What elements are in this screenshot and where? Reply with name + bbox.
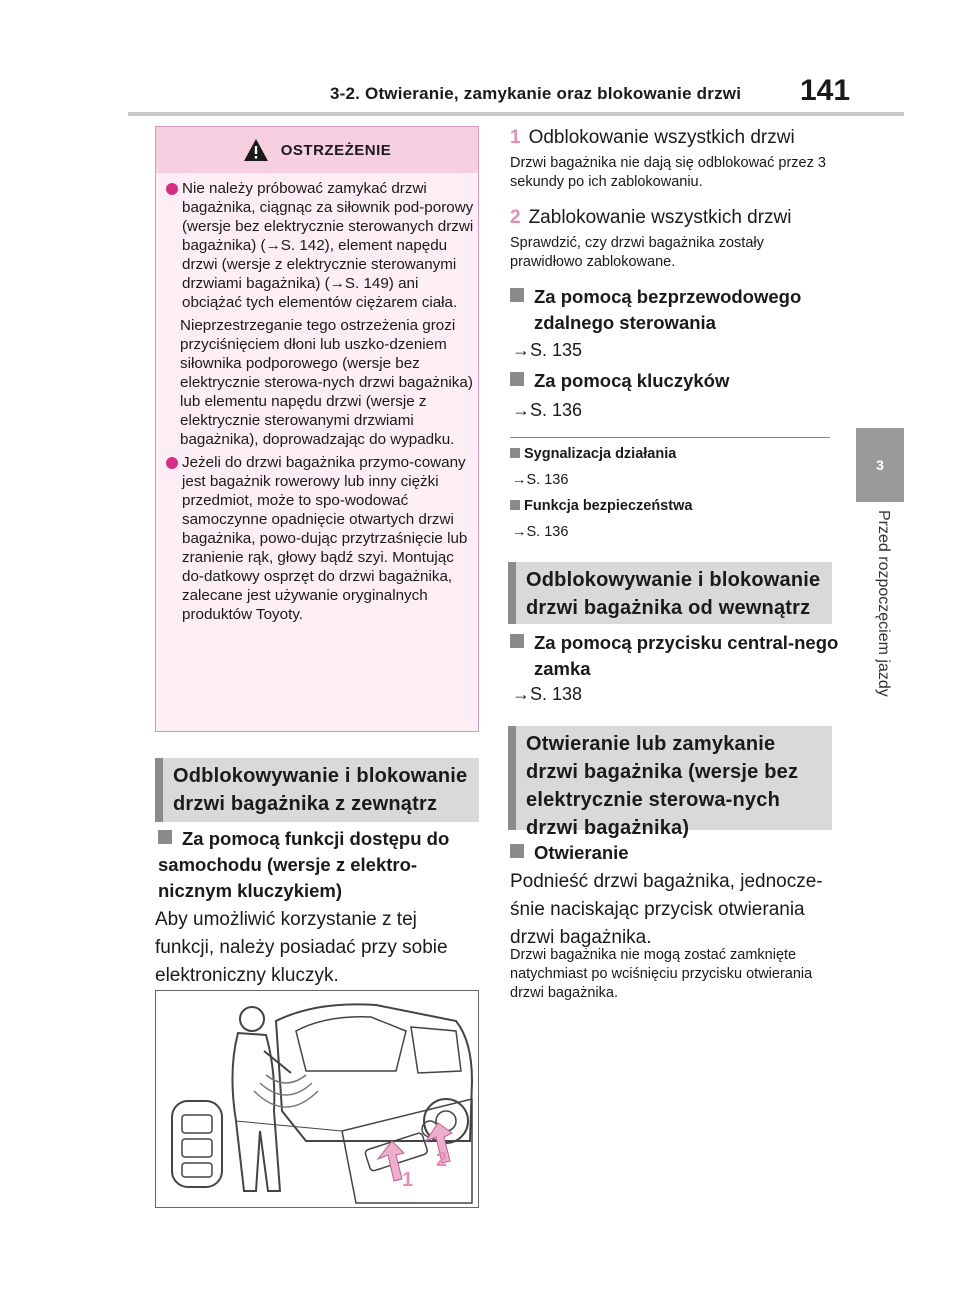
section-title: 3-2. Otwieranie, zamykanie oraz blokowan… (330, 84, 742, 103)
square-bullet-icon (510, 844, 524, 858)
subheading-safety: Funkcja bezpieczeństwa (510, 498, 692, 514)
chapter-title: Przed rozpoczęciem jazdy (875, 510, 892, 697)
warning-box: OSTRZEŻENIE Nie należy próbować zamykać … (155, 126, 479, 732)
warning-title: OSTRZEŻENIE (280, 141, 392, 159)
central-ref: →S. 138 (512, 684, 583, 704)
warning-item: Nie należy próbować zamykać drzwi bagażn… (166, 179, 474, 312)
smart-entry-body: Aby umożliwić korzystanie z tej funkcji,… (155, 909, 448, 986)
callout-1: 1 (402, 1169, 414, 1191)
square-bullet-icon (510, 372, 524, 386)
page-number: 141 (800, 74, 851, 107)
warning-body: Nie należy próbować zamykać drzwi bagażn… (166, 179, 474, 628)
warning-item-text: Nie należy próbować zamykać drzwi bagażn… (182, 180, 474, 311)
square-bullet-icon (158, 830, 172, 844)
safety-ref: →S. 136 (512, 524, 569, 540)
opening-note: Drzwi bagażnika nie mogą zostać zamknięt… (510, 947, 813, 1001)
subheading-central-lock: Za pomocą przycisku central-nego zamka (510, 630, 864, 682)
illustration-back-door: 1 2 (155, 990, 479, 1208)
illustration-drawing (171, 1003, 474, 1204)
bullet-icon (166, 457, 178, 469)
chapter-tab: 3 (856, 428, 904, 502)
warning-item-text: Jeżeli do drzwi bagażnika przymo-cowany … (182, 454, 468, 623)
step-1-body: Drzwi bagażnika nie dają się odblokować … (510, 155, 826, 190)
subheading-smart-entry: Za pomocą funkcji dostępu do samochodu (… (158, 828, 450, 901)
bullet-icon (166, 183, 178, 195)
square-bullet-icon (510, 500, 520, 510)
section-heading-open-close: Otwieranie lub zamykanie drzwi bagażnika… (508, 726, 832, 839)
subheading-keys: Za pomocą kluczyków (510, 368, 840, 394)
keys-ref: →S. 136 (512, 400, 583, 420)
subheading-opening: Otwieranie (510, 840, 840, 866)
step-2-body: Sprawdzić, czy drzwi bagażnika zostały p… (510, 235, 764, 270)
opening-body: Podnieść drzwi bagażnika, jednocze-śnie … (510, 871, 823, 948)
section-heading-inside: Odblokowywanie i blokowanie drzwi bagażn… (508, 562, 832, 624)
warning-triangle-icon (243, 139, 268, 161)
square-bullet-icon (510, 448, 520, 458)
signal-ref: →S. 136 (512, 472, 569, 488)
divider (510, 437, 830, 438)
header-rule (128, 112, 904, 116)
subheading-remote: Za pomocą bezprzewodowego zdalnego stero… (510, 284, 864, 336)
callout-2: 2 (436, 1149, 448, 1171)
square-bullet-icon (510, 288, 524, 302)
warning-header: OSTRZEŻENIE (156, 127, 478, 173)
square-bullet-icon (510, 634, 524, 648)
subheading-signal: Sygnalizacja działania (510, 446, 676, 462)
section-heading-outside: Odblokowywanie i blokowanie drzwi bagażn… (155, 758, 479, 822)
warning-note: Nieprzestrzeganie tego ostrzeżenia grozi… (180, 317, 473, 448)
remote-ref: →S. 135 (512, 340, 583, 360)
warning-item: Jeżeli do drzwi bagażnika przymo-cowany … (166, 453, 474, 624)
